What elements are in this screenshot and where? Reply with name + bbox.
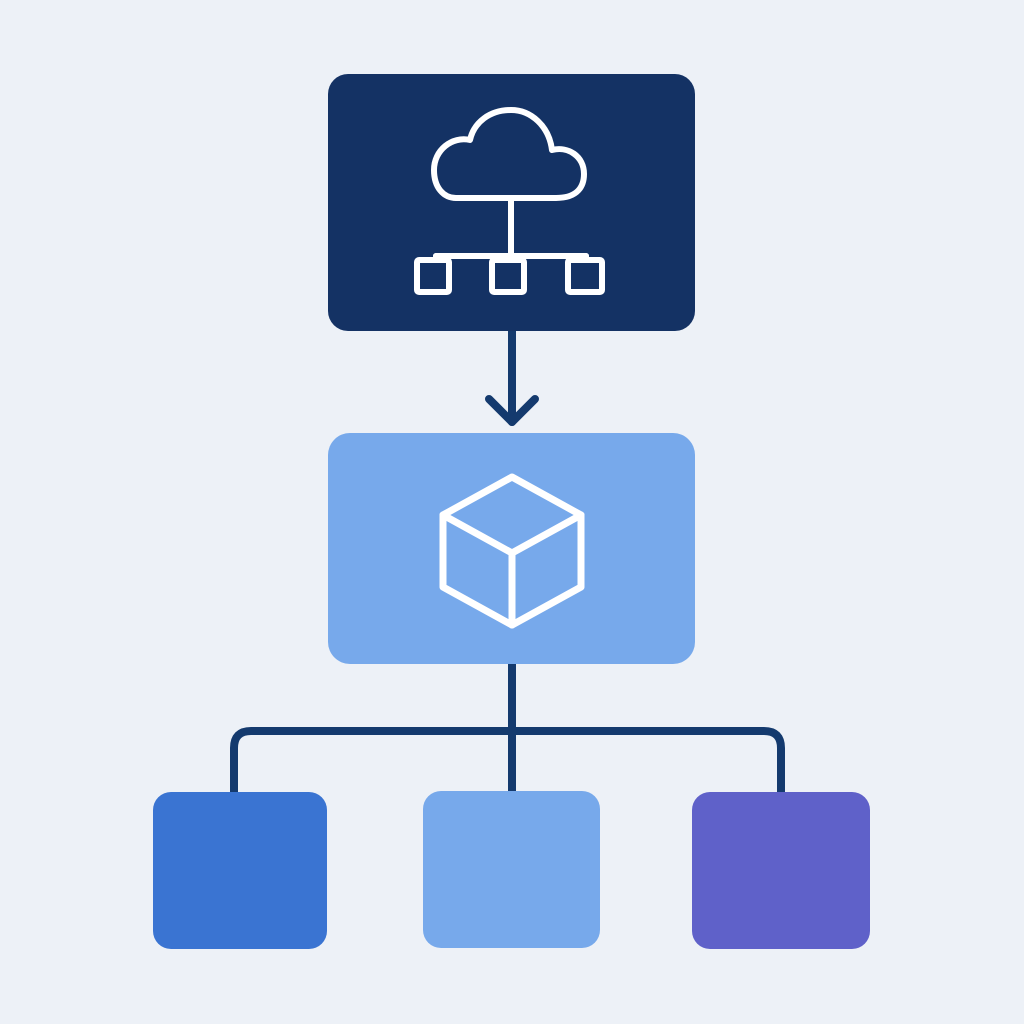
- middle-node: [328, 433, 695, 664]
- child-node-right: [692, 792, 870, 949]
- top-node: [328, 74, 695, 331]
- cube-icon: [439, 473, 585, 629]
- child-node-left: [153, 792, 327, 949]
- arrow-head-icon: [485, 395, 539, 426]
- child-node-center: [423, 791, 600, 948]
- branch-connector-line: [230, 727, 785, 796]
- cloud-network-icon: [414, 107, 605, 295]
